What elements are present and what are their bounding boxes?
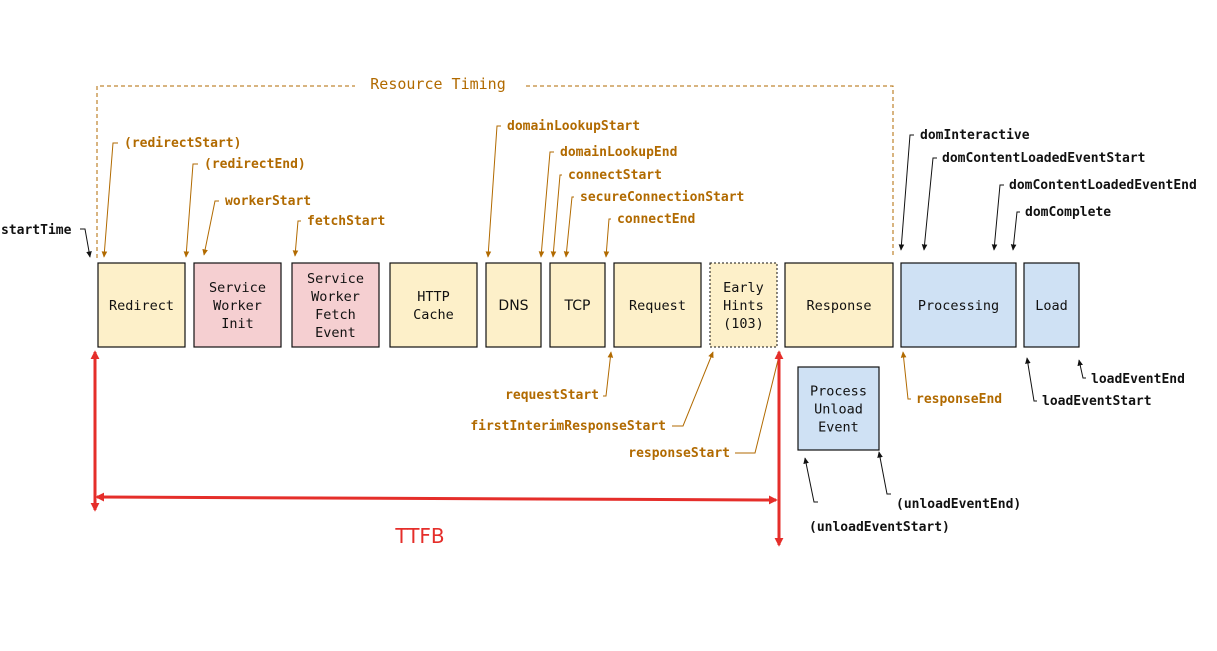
dom-content-loaded-event-start-label: domContentLoadedEventStart: [942, 151, 1146, 166]
request-box: [613, 262, 702, 348]
dom-interactive-arrow: [898, 134, 914, 251]
connect-start-arrow: [550, 174, 562, 258]
resource-timing-title: Resource Timing: [370, 75, 505, 93]
redirect-start-arrow: [101, 142, 118, 258]
dns-label: DNS: [498, 298, 528, 314]
response-start-arrow: [735, 351, 782, 454]
fetch-start-label: fetchStart: [307, 214, 385, 229]
ttfb-horizontal-arrow: [95, 492, 778, 505]
response-start-label: responseStart: [628, 446, 730, 461]
redirect-box: [97, 262, 186, 348]
dom-interactive-label: domInteractive: [920, 128, 1030, 143]
resource-timing-markers-bottom: requestStart firstInterimResponseStart r…: [470, 351, 1002, 461]
dns-box: [485, 262, 542, 348]
response-end-arrow: [900, 351, 911, 400]
load-box: [1023, 262, 1080, 348]
dom-complete-label: domComplete: [1025, 205, 1111, 220]
navigation-timing-markers: startTime domInteractive domContentLoade…: [1, 128, 1197, 535]
resource-timing-markers-top: (redirectStart) (redirectEnd) workerStar…: [101, 119, 744, 258]
first-interim-response-start-arrow: [672, 351, 714, 427]
redirect-box-label: Redirect: [109, 298, 174, 314]
worker-start-arrow: [202, 200, 219, 256]
ttfb-label: TTFB: [394, 524, 444, 548]
ttfb-indicator: TTFB: [90, 350, 784, 548]
response-end-label: responseEnd: [916, 392, 1002, 407]
connect-end-label: connectEnd: [617, 212, 695, 227]
secure-connection-start-arrow: [563, 196, 574, 258]
unload-event-end-arrow: [877, 451, 891, 495]
redirect-end-arrow: [183, 163, 198, 258]
load-event-start-label: loadEventStart: [1042, 394, 1152, 409]
unload-event-start-arrow: [803, 457, 818, 503]
unload-event-start-label: (unloadEventStart): [809, 520, 950, 535]
connect-end-arrow: [603, 218, 611, 258]
first-interim-response-start-label: firstInterimResponseStart: [470, 419, 666, 434]
start-time-label: startTime: [1, 223, 72, 238]
domain-lookup-end-arrow: [538, 151, 554, 258]
request-label: Request: [629, 298, 686, 314]
domain-lookup-start-arrow: [485, 125, 501, 258]
dom-content-loaded-event-start-arrow: [921, 157, 937, 251]
domain-lookup-end-label: domainLookupEnd: [560, 145, 677, 160]
redirect-start-label: (redirectStart): [124, 136, 241, 151]
service-worker-init-box: [193, 262, 282, 348]
secure-connection-start-label: secureConnectionStart: [580, 190, 744, 205]
load-event-end-arrow: [1077, 359, 1086, 379]
request-start-label: requestStart: [505, 388, 599, 403]
resource-timing-bracket: Resource Timing: [96, 75, 894, 258]
request-start-arrow: [603, 351, 614, 397]
processing-label: Processing: [918, 298, 999, 314]
dom-content-loaded-event-end-arrow: [991, 184, 1004, 251]
tcp-label: TCP: [564, 298, 591, 314]
process-unload-event-box: [797, 366, 880, 451]
start-time-arrow: [80, 228, 92, 258]
http-cache-box: [389, 262, 478, 348]
processing-box: [900, 262, 1017, 348]
dom-complete-arrow: [1010, 211, 1020, 251]
unload-event-end-label: (unloadEventEnd): [896, 497, 1021, 512]
worker-start-label: workerStart: [225, 194, 311, 209]
load-event-end-label: loadEventEnd: [1091, 372, 1185, 387]
response-box: [784, 262, 894, 348]
dom-content-loaded-event-end-label: domContentLoadedEventEnd: [1009, 178, 1197, 193]
service-worker-fetch-event-box: [291, 262, 380, 348]
tcp-box: [549, 262, 606, 348]
redirect-end-label: (redirectEnd): [204, 157, 306, 172]
connect-start-label: connectStart: [568, 168, 662, 183]
domain-lookup-start-label: domainLookupStart: [507, 119, 640, 134]
response-label: Response: [806, 298, 871, 314]
fetch-start-arrow: [292, 220, 301, 257]
load-label: Load: [1035, 298, 1068, 314]
load-event-start-arrow: [1025, 357, 1037, 402]
early-hints-box: [709, 262, 778, 348]
